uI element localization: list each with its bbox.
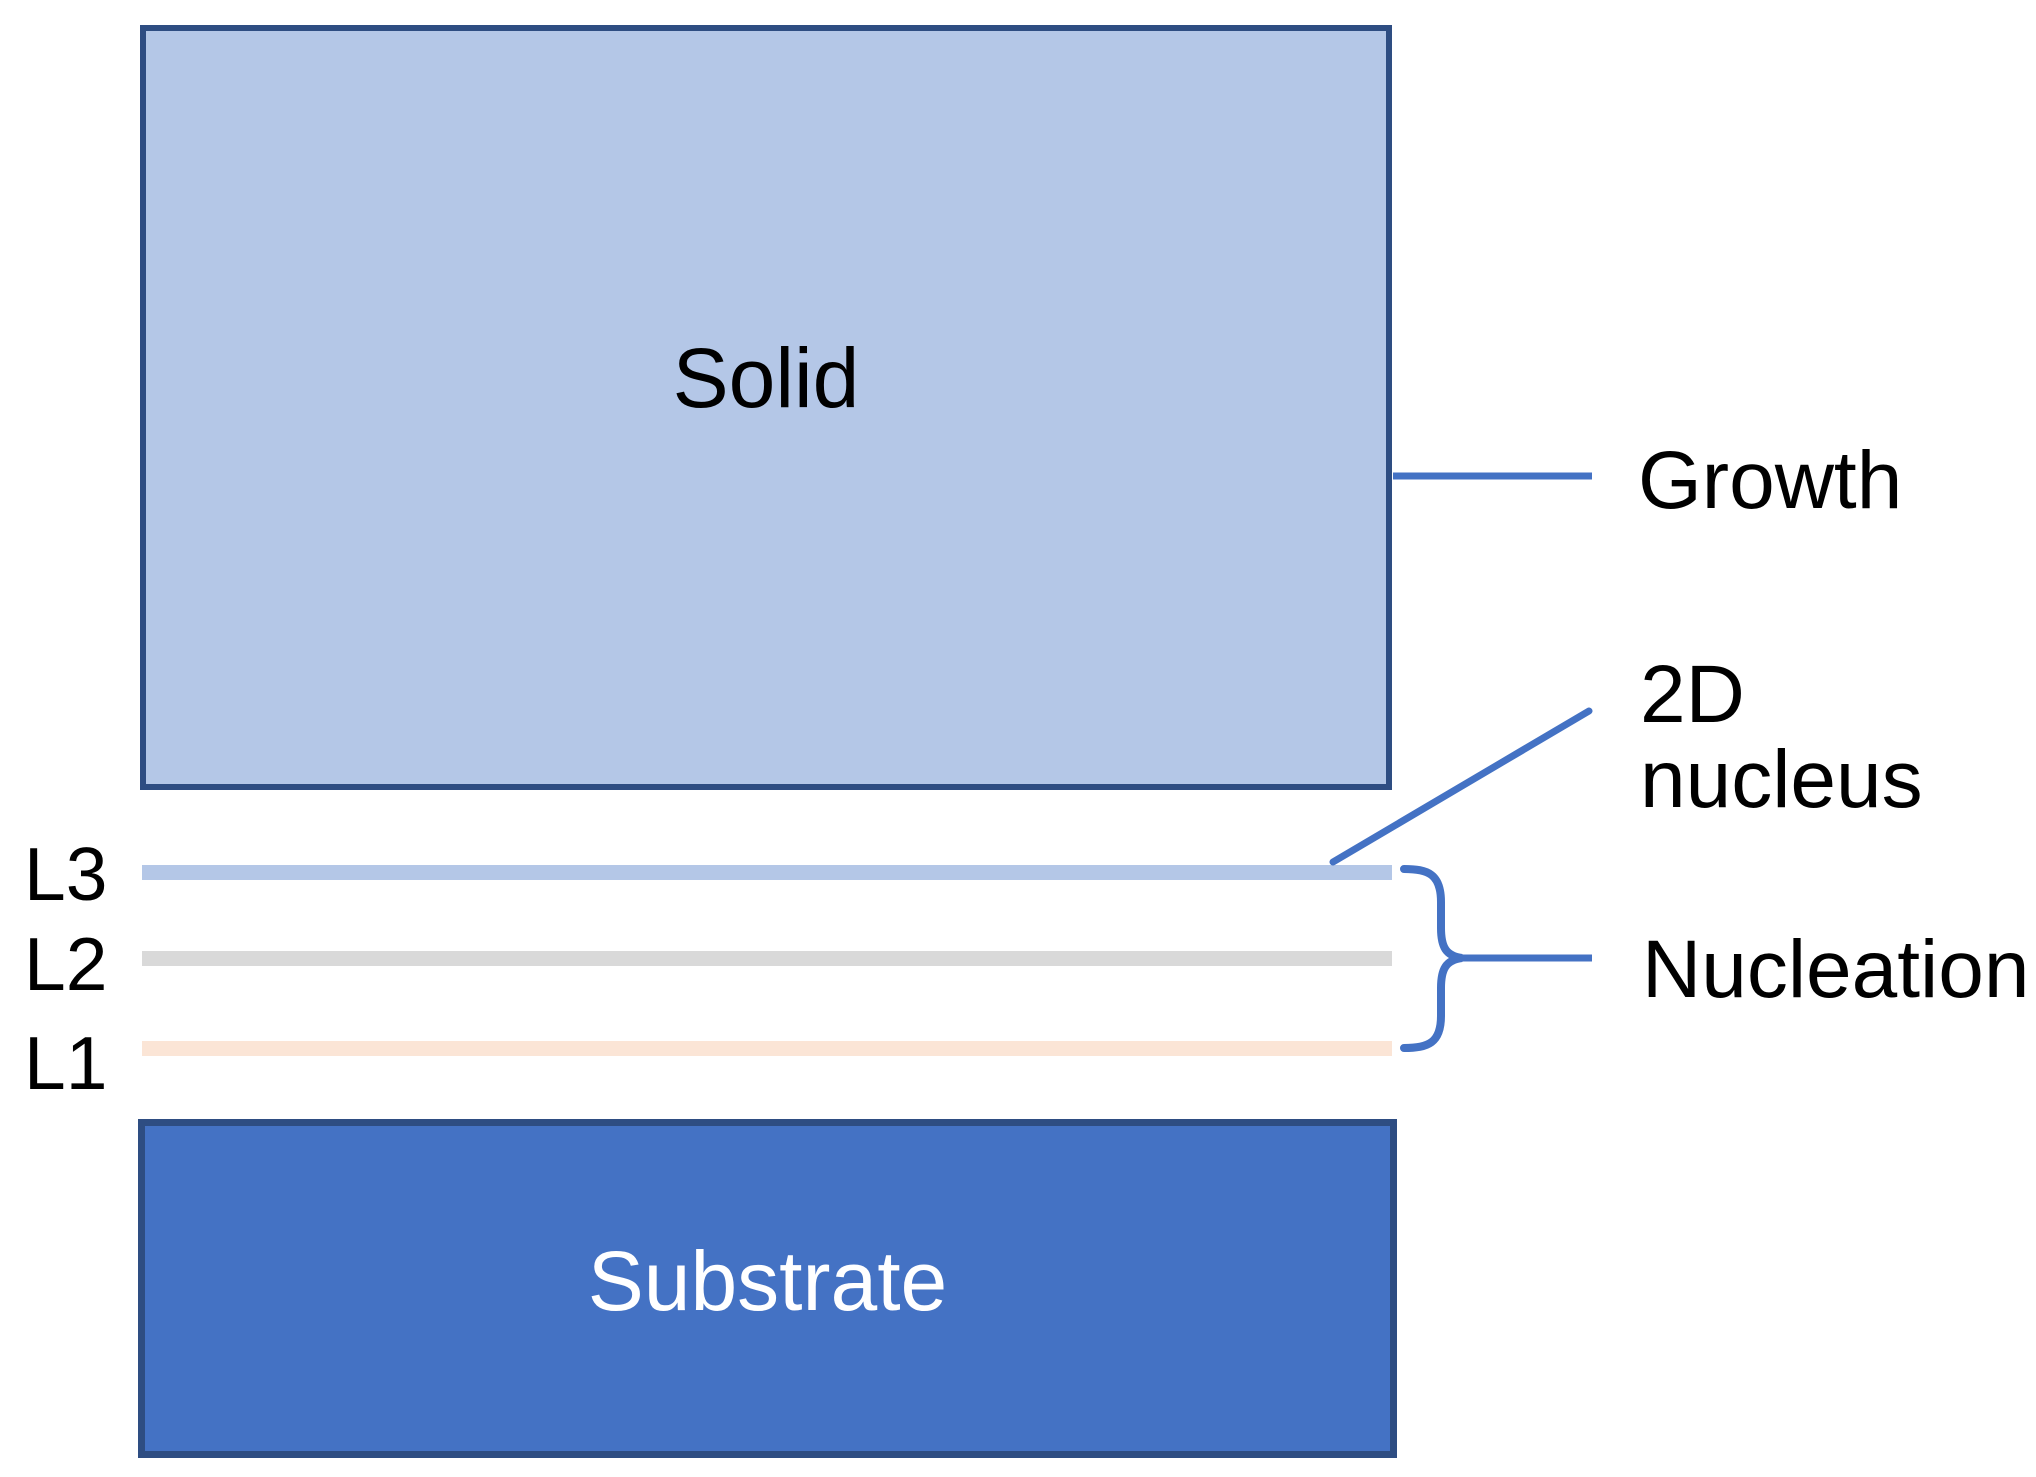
layer-label-l1: L1 [24,1021,108,1105]
layer-bar-l3 [142,865,1392,880]
layer-bar-l2 [142,951,1392,966]
nucleus-annotation-line2: nucleus [1640,734,1923,825]
nucleation-brace [1400,865,1463,1052]
solid-label: Solid [672,330,860,425]
substrate-label: Substrate [587,1233,948,1328]
layer-label-l3: L3 [24,832,108,916]
growth-annotation: Growth [1638,435,1903,526]
nucleus-annotation-line1: 2D [1640,649,1745,740]
nucleus-annotation: 2D nucleus [1640,652,1923,822]
layer-bar-l1 [142,1041,1392,1056]
solid-block: Solid [140,25,1392,790]
nucleation-annotation: Nucleation [1642,924,2030,1015]
substrate-block: Substrate [138,1119,1397,1458]
layer-label-l2: L2 [24,922,108,1006]
